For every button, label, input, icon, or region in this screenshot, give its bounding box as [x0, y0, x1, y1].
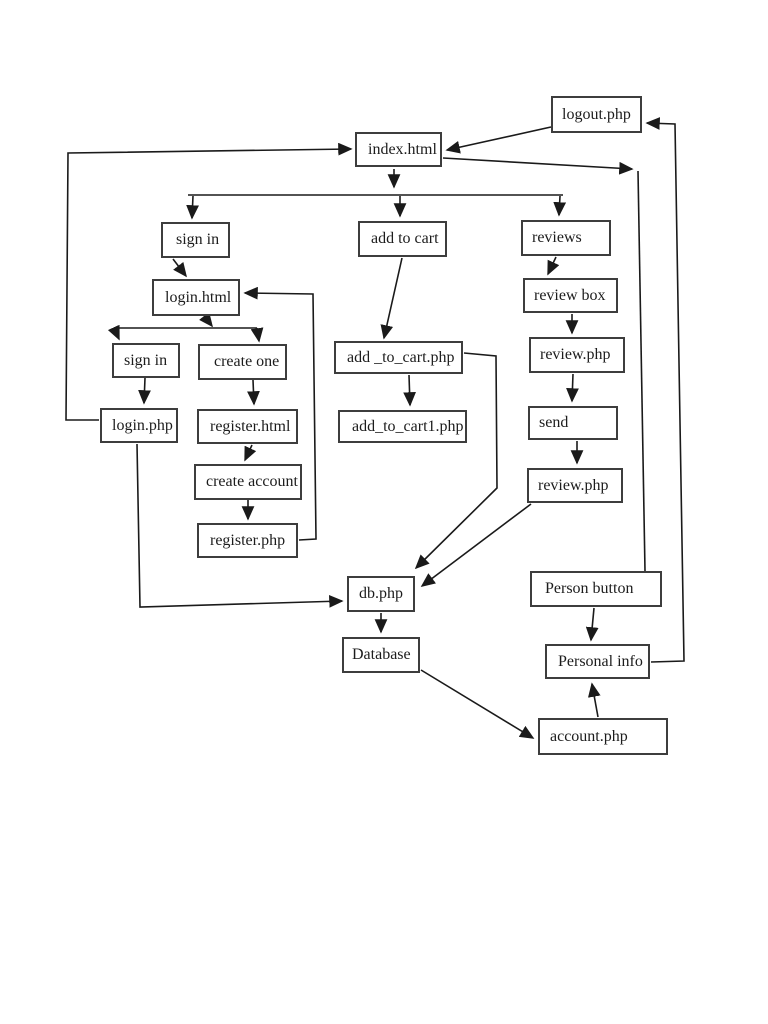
edge-signin1-loginhtml	[172, 258, 187, 278]
node-personal-info: Personal info	[545, 644, 650, 679]
node-login-html: login.html	[152, 279, 240, 316]
edge-loginphp-dbphp	[136, 443, 344, 608]
node-label: add _to_cart.php	[347, 348, 455, 366]
node-label: db.php	[359, 585, 403, 602]
edge-personbutton-personalinfo	[585, 607, 599, 642]
node-register-html: register.html	[197, 409, 298, 444]
node-label: index.html	[368, 140, 437, 158]
node-label: send	[539, 414, 569, 431]
node-register-php: register.php	[197, 523, 298, 558]
edge-loginhtml-stub	[199, 311, 213, 328]
edge-signin2-loginphp	[138, 377, 151, 405]
node-index-html: index.html	[355, 132, 442, 167]
node-label: register.php	[210, 531, 286, 549]
node-create-one: create one	[198, 344, 287, 380]
edge-personalinfo-logout	[645, 117, 685, 663]
node-label: account.php	[550, 727, 628, 745]
edge-branch-signin2	[107, 324, 120, 341]
node-label: Personal info	[558, 652, 643, 670]
edge-hub-signin1	[186, 195, 199, 220]
node-label: review.php	[540, 346, 611, 363]
node-label: add_to_cart1.php	[352, 417, 464, 435]
edge-branch-createone	[250, 327, 264, 343]
edge-reviewphp1-send	[566, 373, 579, 403]
node-login-php: login.php	[100, 408, 178, 443]
node-sign-in-2: sign in	[112, 343, 180, 378]
node-review-php-2: review.php	[527, 468, 623, 503]
node-label: create one	[214, 353, 280, 370]
node-review-php-1: review.php	[529, 337, 625, 373]
edge-reviews-reviewbox	[547, 256, 560, 276]
node-label: reviews	[532, 229, 582, 246]
edge-createone-registerhtml	[247, 379, 260, 406]
edge-addtocart-addtocartphp	[380, 257, 403, 340]
node-label: Person button	[545, 580, 634, 597]
node-label: add to cart	[371, 230, 439, 247]
node-label: sign in	[176, 231, 220, 248]
node-database: Database	[342, 637, 420, 673]
edge-registerhtml-createaccount	[244, 444, 257, 462]
edge-addtocartphp-dbphp	[414, 352, 498, 570]
edge-registerphp-loginhtml	[243, 286, 317, 541]
edge-database-accountphp	[420, 669, 535, 739]
node-label: review box	[534, 286, 606, 304]
node-sign-in-1: sign in	[161, 222, 230, 258]
node-label: review.php	[538, 476, 609, 494]
edge-hub-reviews	[553, 195, 567, 217]
node-account-php: account.php	[538, 718, 668, 755]
edge-logout-index	[445, 126, 552, 154]
node-label: register.html	[210, 417, 291, 435]
node-label: login.html	[165, 288, 232, 306]
node-label: create account	[206, 473, 298, 490]
node-label: logout.php	[562, 105, 631, 123]
node-create-account: create account	[194, 464, 302, 500]
edge-accountphp-personalinfo	[587, 682, 601, 718]
node-label: login.php	[112, 416, 173, 434]
node-db-php: db.php	[347, 576, 415, 612]
node-add-to-cart-php: add _to_cart.php	[334, 341, 463, 374]
node-add-to-cart1-php: add_to_cart1.php	[338, 410, 467, 443]
node-review-box: review box	[523, 278, 618, 313]
edge-bend-personbutton	[637, 170, 646, 572]
node-reviews: reviews	[521, 220, 611, 256]
edge-index-personbutton-bend	[442, 157, 634, 175]
node-logout-php: logout.php	[551, 96, 642, 133]
node-send: send	[528, 406, 618, 440]
edge-reviewphp2-dbphp	[420, 503, 532, 587]
edge-addtocartphp-addtocart1php	[403, 374, 416, 407]
node-label: sign in	[124, 351, 168, 369]
edge-loginphp-index	[65, 142, 353, 421]
node-add-to-cart: add to cart	[358, 221, 447, 257]
node-person-button: Person button	[530, 571, 662, 607]
node-label: Database	[352, 646, 411, 663]
